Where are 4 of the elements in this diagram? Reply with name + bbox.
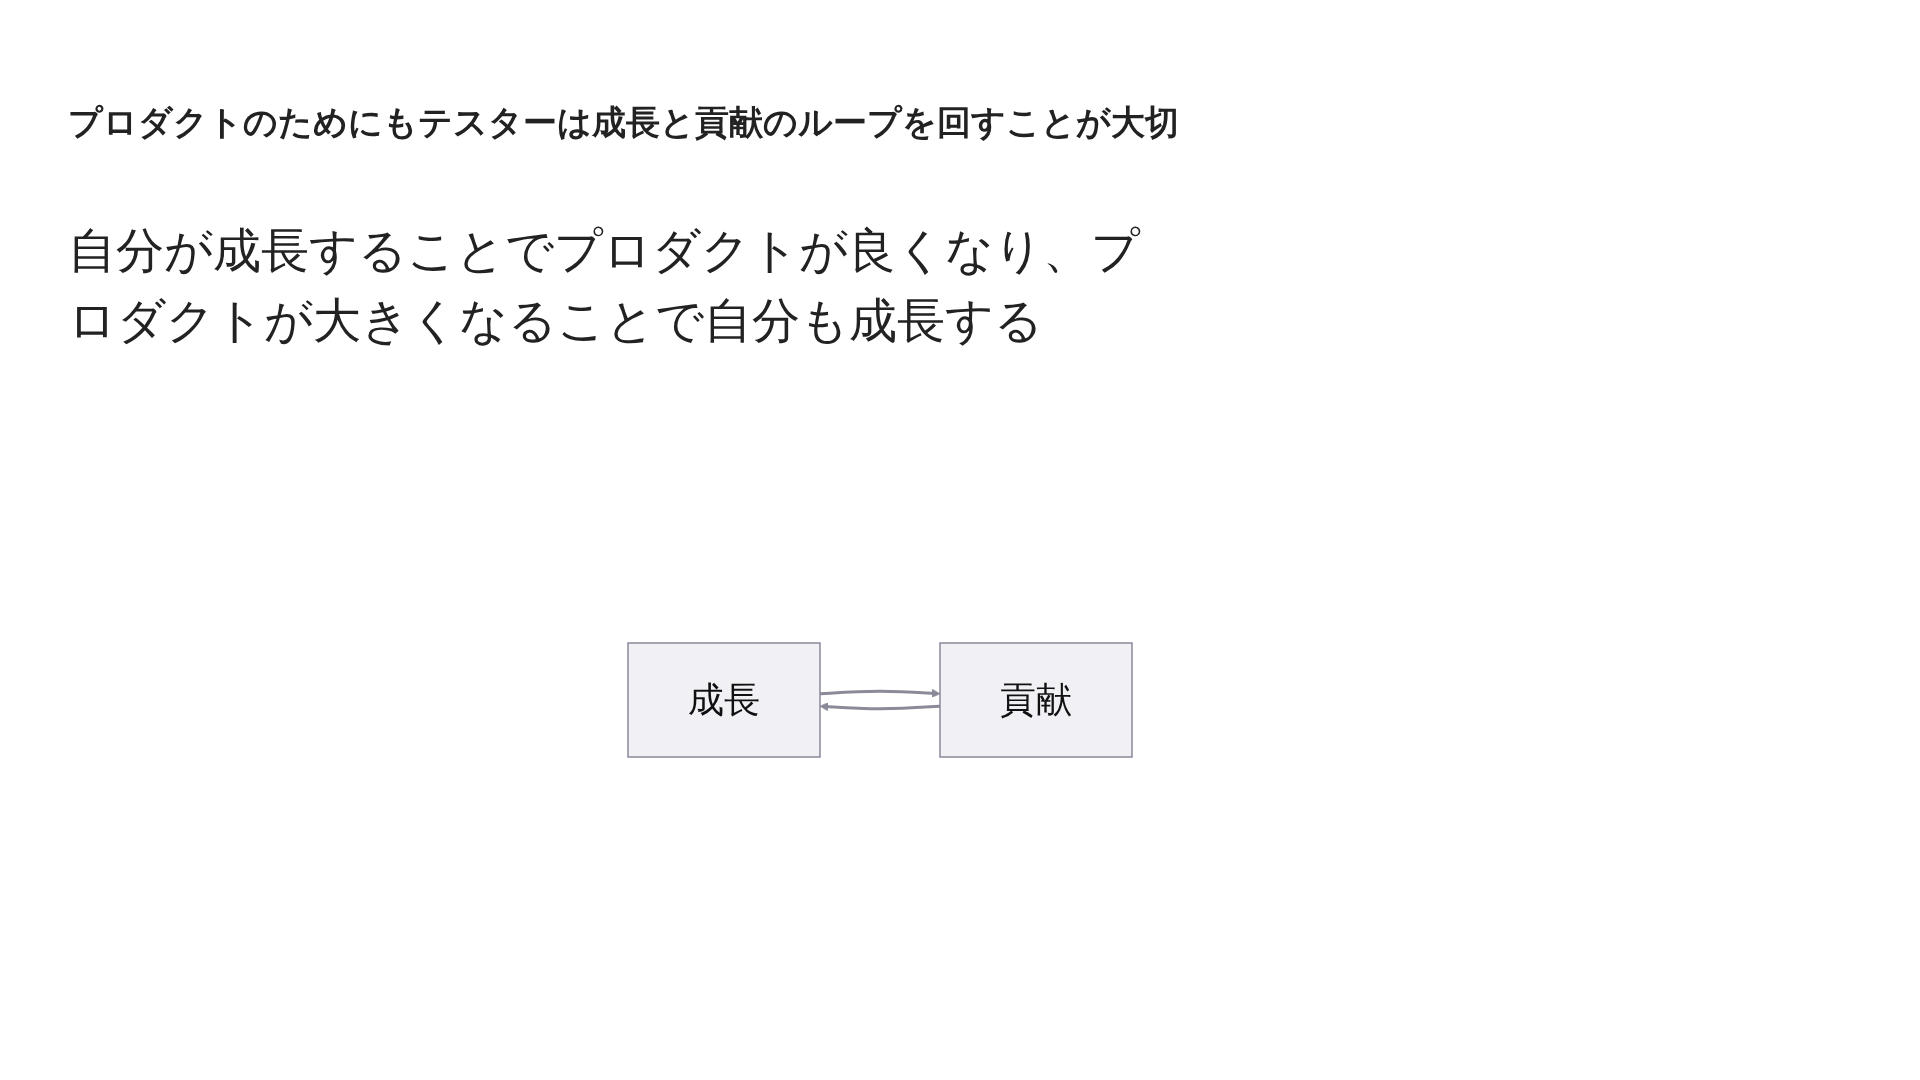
slide-title: プロダクトのためにもテスターは成長と貢献のループを回すことが大切: [68, 101, 1179, 144]
node-box: 成長: [627, 642, 821, 758]
subtitle-text: 自分が成長することでプロダクトが良くなり、プロダクトが大きくなることで自分も成長する: [68, 221, 1142, 350]
node-box: 貢献: [939, 642, 1133, 758]
